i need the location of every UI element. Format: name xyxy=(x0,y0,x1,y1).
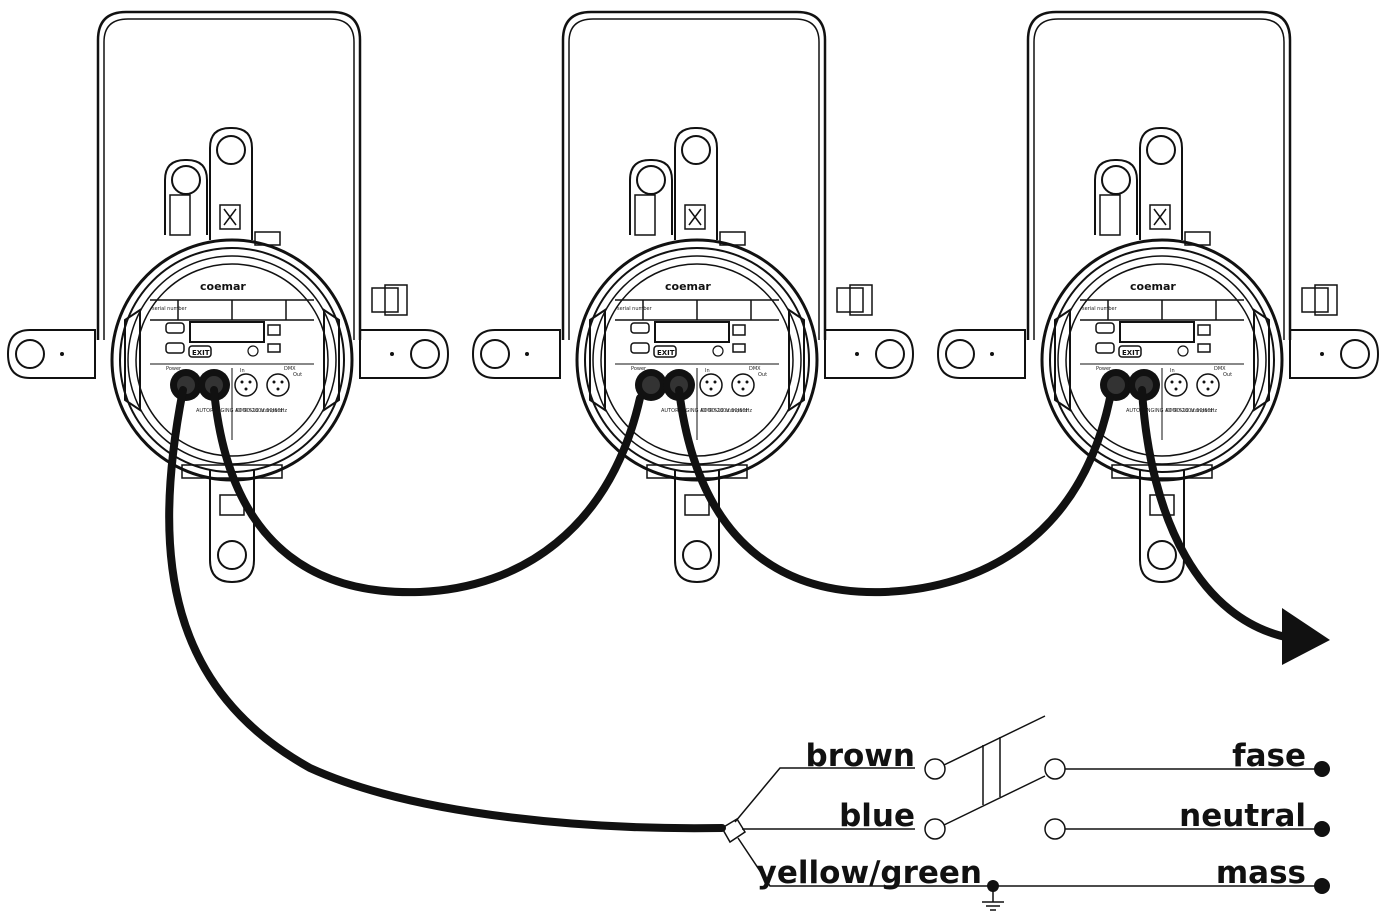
switch-contact-brown xyxy=(924,758,946,780)
mains-cable xyxy=(165,386,726,833)
out-label: Out xyxy=(1223,372,1232,378)
out-label: Out xyxy=(758,372,767,378)
yellow-green-wire xyxy=(737,837,990,887)
power-spec: AUTORANGING AC 90-260V 50/60Hz xyxy=(196,408,287,414)
in-label: In xyxy=(1170,368,1175,374)
exit-button[interactable]: EXIT xyxy=(1122,349,1140,357)
fixture-1: coemar EXIT Power DMX In Out serial numb… xyxy=(6,10,450,584)
dmx-spec: DMX 512 standard xyxy=(236,408,283,414)
wire-label-yellow-green: yellow/green xyxy=(757,855,982,891)
terminal-label-fase: fase xyxy=(1232,738,1306,774)
output-cable xyxy=(1138,386,1294,642)
terminal-fase xyxy=(1314,761,1330,777)
serial-label: serial number xyxy=(152,306,188,312)
fixture-2: coemar EXIT Power DMX In Out serial numb… xyxy=(471,10,915,584)
switch-contact-neutral xyxy=(1044,818,1066,840)
exit-button[interactable]: EXIT xyxy=(192,349,210,357)
switch-blade-upper xyxy=(943,715,1046,766)
output-arrow-icon xyxy=(1282,608,1330,665)
power-label: Power xyxy=(166,366,182,372)
brand-label: coemar xyxy=(665,280,711,293)
switch-blade-lower xyxy=(943,775,1046,826)
dmx-label: DMX xyxy=(749,366,761,372)
terminal-neutral xyxy=(1314,821,1330,837)
serial-label: serial number xyxy=(617,306,653,312)
switch-linkage xyxy=(982,737,1001,805)
dmx-spec: DMX 512 standard xyxy=(1166,408,1213,414)
ground-icon xyxy=(982,886,1004,911)
wire-label-brown: brown xyxy=(806,738,915,774)
power-label: Power xyxy=(631,366,647,372)
wire-label-blue: blue xyxy=(839,798,915,834)
in-label: In xyxy=(705,368,710,374)
link-cable-2-3 xyxy=(675,386,1114,597)
power-spec: AUTORANGING AC 90-260V 50/60Hz xyxy=(1126,408,1217,414)
switch-contact-fase xyxy=(1044,758,1066,780)
terminal-label-mass: mass xyxy=(1216,855,1306,891)
out-label: Out xyxy=(293,372,302,378)
in-label: In xyxy=(240,368,245,374)
terminal-label-neutral: neutral xyxy=(1179,798,1306,834)
brand-label: coemar xyxy=(200,280,246,293)
exit-button[interactable]: EXIT xyxy=(657,349,675,357)
fixture-3: coemar EXIT Power DMX In Out serial numb… xyxy=(936,10,1380,584)
power-label: Power xyxy=(1096,366,1112,372)
cable-sheath xyxy=(720,817,747,844)
dmx-label: DMX xyxy=(284,366,296,372)
power-spec: AUTORANGING AC 90-260V 50/60Hz xyxy=(661,408,752,414)
brown-wire xyxy=(734,767,915,823)
switch-contact-blue xyxy=(924,818,946,840)
link-cable-1-2 xyxy=(210,386,644,597)
dmx-label: DMX xyxy=(1214,366,1226,372)
brand-label: coemar xyxy=(1130,280,1176,293)
dmx-spec: DMX 512 standard xyxy=(701,408,748,414)
terminal-mass xyxy=(1314,878,1330,894)
serial-label: serial number xyxy=(1082,306,1118,312)
